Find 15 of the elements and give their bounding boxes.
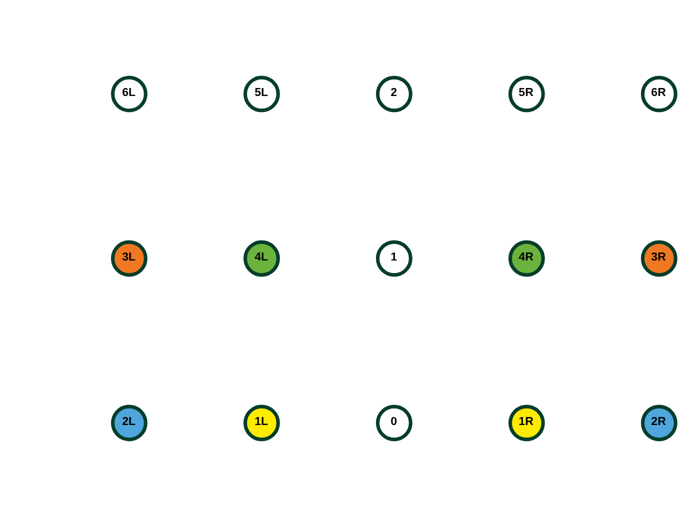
node-circle: 5R [508, 75, 545, 112]
node-circle: 3R [640, 240, 678, 276]
node-circle: 6R [640, 75, 678, 112]
node-circle: 1 [376, 240, 412, 276]
node-circle: 6L [110, 75, 148, 112]
node-circle: 1R [508, 404, 545, 441]
node-circle: 2L [110, 404, 148, 441]
node-circle: 1L [243, 404, 280, 441]
node-circle: 0 [376, 404, 412, 441]
node-circle: 4L [243, 240, 280, 276]
node-circle: 3L [110, 240, 148, 276]
node-circle: 2R [640, 404, 678, 441]
node-circle: 5L [243, 75, 280, 112]
node-circle: 4R [508, 240, 545, 276]
node-circle: 2 [376, 75, 412, 112]
